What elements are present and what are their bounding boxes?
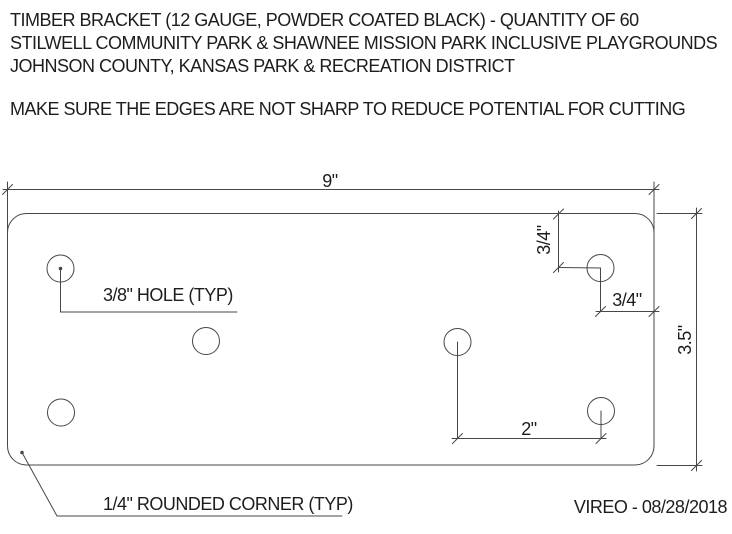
holes bbox=[46, 254, 615, 427]
tick bbox=[2, 184, 13, 195]
tick bbox=[648, 306, 660, 317]
corner-callout-label: 1/4" ROUNDED CORNER (TYP) bbox=[103, 494, 353, 514]
title-block: TIMBER BRACKET (12 GAUGE, POWDER COATED … bbox=[10, 9, 718, 78]
project-name: STILWELL COMMUNITY PARK & SHAWNEE MISSIO… bbox=[10, 33, 718, 53]
dimension-hole-side-offset bbox=[595, 267, 660, 317]
leader-hole-callout bbox=[58, 266, 238, 313]
height-dimension-label: 3.5" bbox=[675, 325, 695, 355]
hole-top-offset-label: 3/4" bbox=[534, 225, 554, 255]
hole-spacing-label: 2" bbox=[521, 419, 537, 439]
tick bbox=[691, 460, 702, 471]
tick bbox=[553, 208, 564, 220]
dimension-hole-spacing bbox=[451, 341, 607, 444]
tick bbox=[595, 433, 607, 444]
safety-note: MAKE SURE THE EDGES ARE NOT SHARP TO RED… bbox=[10, 99, 686, 119]
tick bbox=[691, 208, 702, 219]
leader-corner-callout bbox=[20, 450, 343, 517]
dimension-width bbox=[2, 181, 660, 234]
drawing-title: TIMBER BRACKET (12 GAUGE, POWDER COATED … bbox=[10, 10, 639, 30]
signature-date: VIREO - 08/28/2018 bbox=[573, 497, 728, 517]
width-dimension-label: 9" bbox=[322, 171, 338, 191]
dimension-height bbox=[656, 207, 703, 472]
hole-bottom-left bbox=[47, 398, 75, 427]
plate-outline bbox=[7, 213, 655, 466]
district-name: JOHNSON COUNTY, KANSAS PARK & RECREATION… bbox=[10, 56, 515, 76]
tick bbox=[648, 184, 660, 195]
hole-side-offset-label: 3/4" bbox=[612, 290, 642, 310]
dimension-hole-top-offset bbox=[553, 208, 601, 273]
hole-callout-label: 3/8" HOLE (TYP) bbox=[103, 285, 233, 305]
tick bbox=[452, 433, 463, 444]
hole-middle-left bbox=[192, 327, 220, 355]
tick bbox=[595, 306, 606, 317]
